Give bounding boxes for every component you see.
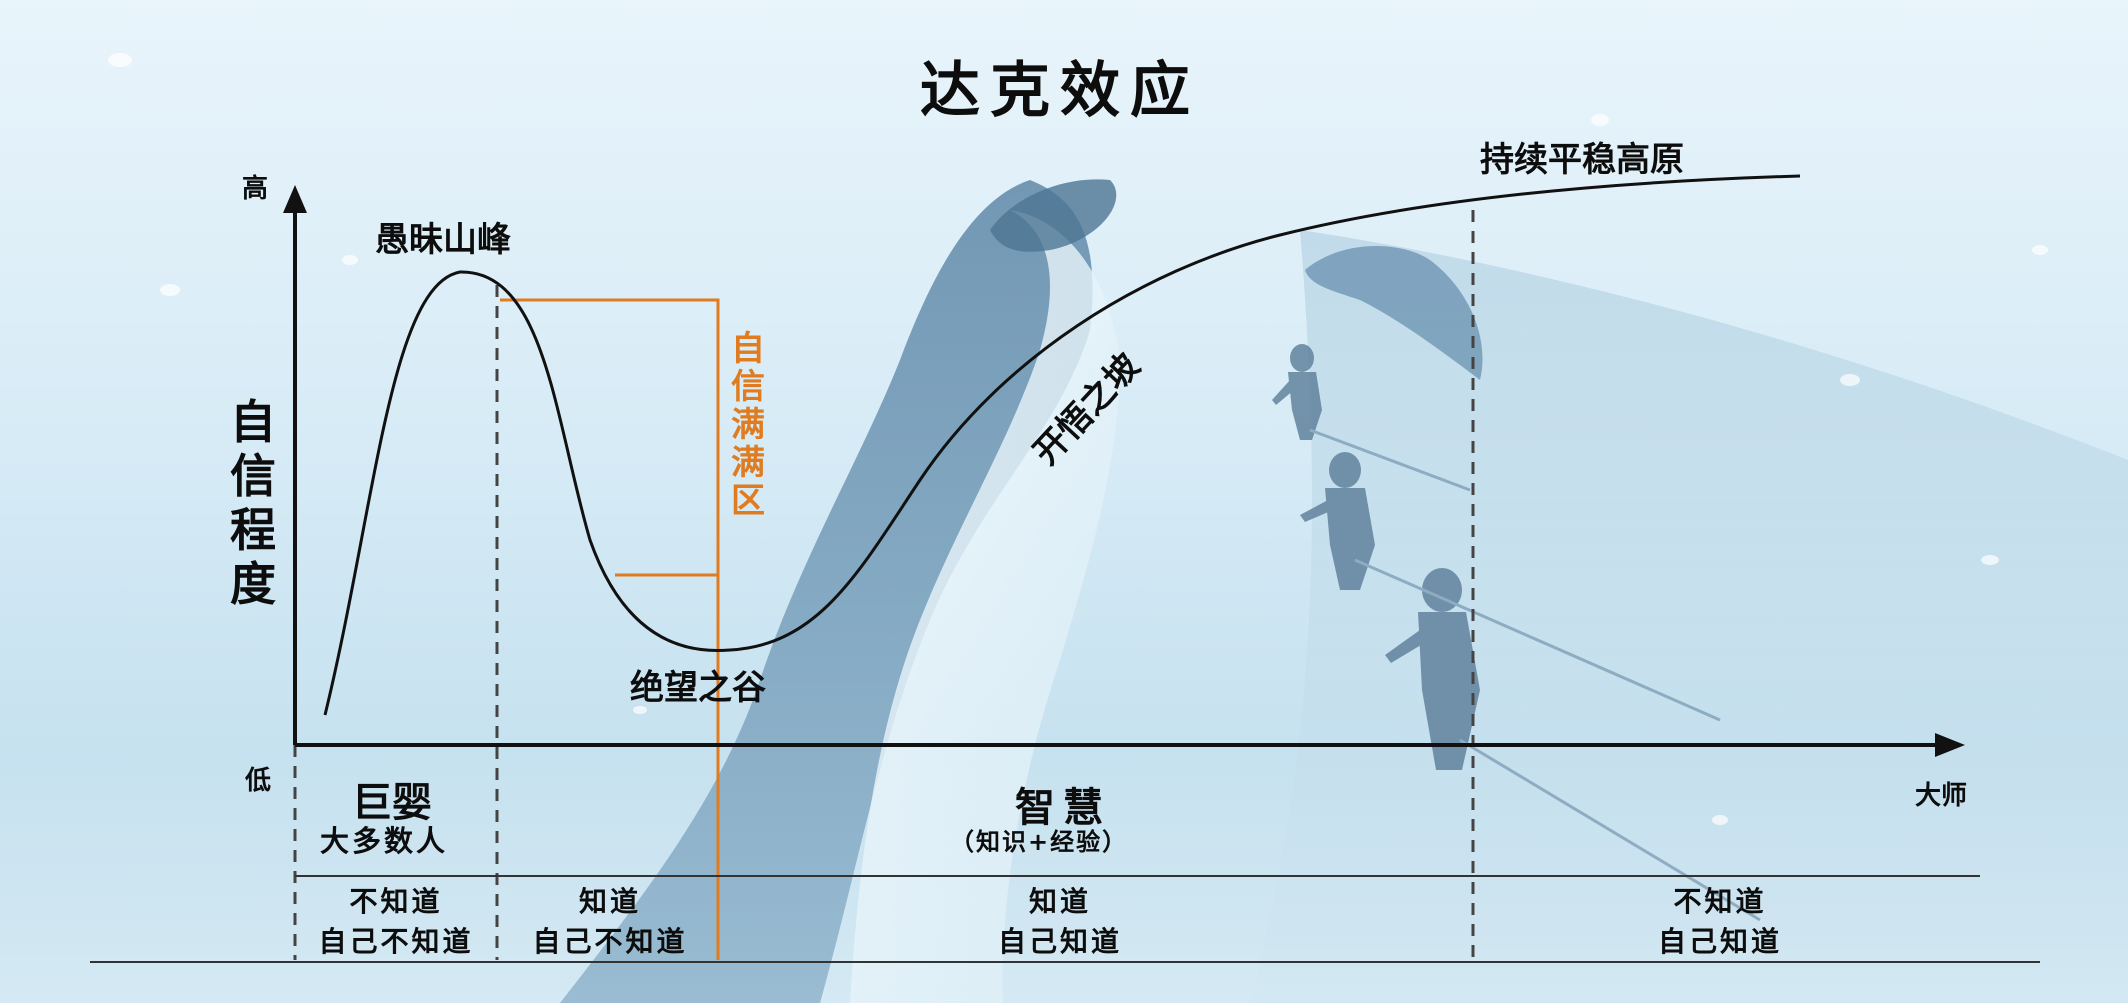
awareness-cell-1-line1: 不知道 [349, 885, 443, 918]
stage-infant-name: 巨婴 [352, 780, 432, 826]
mountain-rock [560, 180, 1093, 1003]
stage-infant-sub: 大多数人 [320, 824, 449, 858]
right-slope [1250, 230, 2128, 1003]
climber-1 [1272, 344, 1322, 440]
awareness-cell-3-line1: 知道 [1028, 885, 1091, 918]
confidence-zone-label: 自信满满区 [731, 329, 765, 521]
awareness-cell-4-line1: 不知道 [1673, 885, 1767, 918]
diagram-title: 达克效应 [920, 56, 1200, 126]
rock-patch [1305, 246, 1483, 380]
mountain-snow [850, 210, 1120, 1003]
stage-wisdom-name: 智慧 [1015, 785, 1111, 831]
y-axis-low-label: 低 [245, 766, 272, 796]
valley-label: 绝望之谷 [630, 668, 766, 708]
awareness-cell-1: 不知道 自己不知道 [300, 882, 492, 962]
awareness-cell-1-line2: 自己不知道 [318, 925, 474, 958]
snowflakes [108, 53, 2048, 825]
awareness-cell-3-line2: 自己知道 [997, 925, 1122, 958]
y-axis-label: 自信程度 [230, 395, 276, 611]
climbers [1272, 344, 1761, 922]
peak-label: 愚昧山峰 [375, 220, 511, 260]
awareness-cell-4: 不知道 自己知道 [1620, 882, 1820, 962]
awareness-cell-2: 知道 自己不知道 [505, 882, 715, 962]
y-axis-high-label: 高 [242, 174, 269, 204]
awareness-cell-4-line2: 自己知道 [1657, 925, 1782, 958]
dunning-kruger-curve [323, 174, 1801, 716]
mountain-cornice [990, 179, 1117, 252]
awareness-cell-2-line1: 知道 [578, 885, 641, 918]
axes [283, 185, 1965, 757]
confidence-zone-box [500, 298, 720, 960]
awareness-cell-3: 知道 自己知道 [960, 882, 1160, 962]
plateau-label: 持续平稳高原 [1480, 140, 1684, 180]
stage-dividers [293, 210, 1475, 960]
stage-wisdom-sub: （知识+经验） [950, 828, 1129, 856]
awareness-cell-2-line2: 自己不知道 [532, 925, 688, 958]
x-axis-end-label: 大师 [1915, 781, 1968, 811]
